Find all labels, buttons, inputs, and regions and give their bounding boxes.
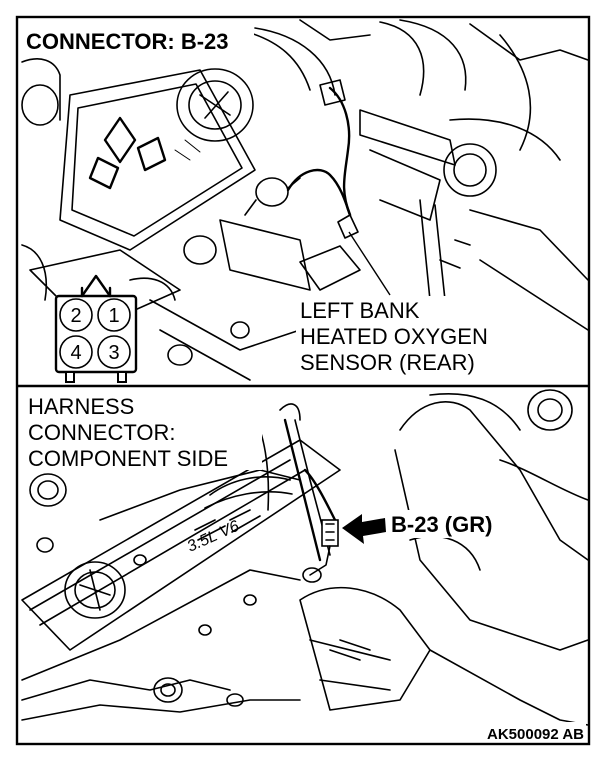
- outer-border: [15, 15, 591, 746]
- pin-number: 4: [70, 342, 81, 364]
- arrow-icon: [342, 514, 386, 544]
- sensor-label-line-1: LEFT BANK: [300, 298, 420, 323]
- connector-face-icon: 2 1 4 3: [54, 274, 138, 383]
- top-engine-illustration: [21, 19, 589, 381]
- harness-label-line-2: CONNECTOR:: [28, 420, 176, 445]
- harness-label-line-1: HARNESS: [28, 394, 134, 419]
- pin-number: 2: [70, 305, 81, 327]
- harness-label-line-3: COMPONENT SIDE: [28, 446, 228, 471]
- callout-label: B-23 (GR): [391, 512, 492, 537]
- connector-title: CONNECTOR: B-23: [26, 29, 229, 54]
- pin-number: 1: [108, 305, 119, 327]
- sensor-label-line-2: HEATED OXYGEN: [300, 324, 488, 349]
- pin-number: 3: [108, 342, 119, 364]
- figure-code: AK500092 AB: [487, 726, 584, 743]
- sensor-label-line-3: SENSOR (REAR): [300, 350, 475, 375]
